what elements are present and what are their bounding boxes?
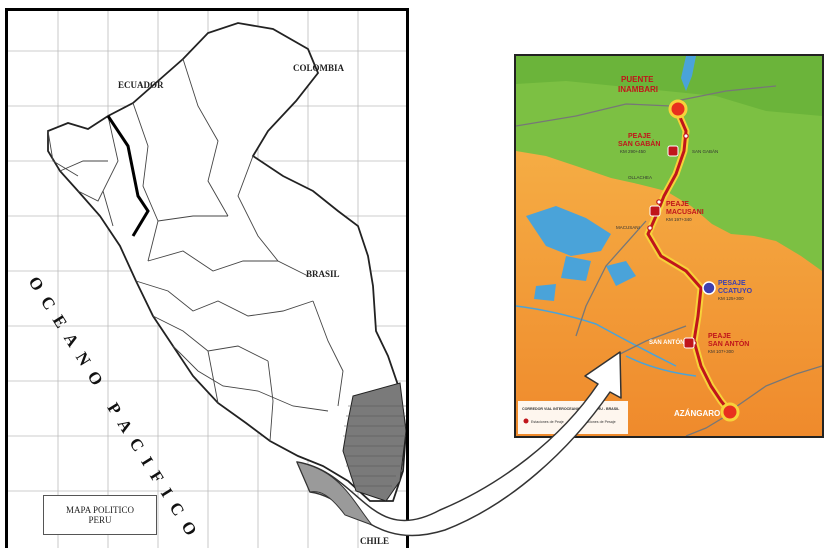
main-route xyxy=(646,107,732,413)
weigh-name-2: CCATUYO xyxy=(718,288,753,295)
legend-pesaje-label: Estaciones de Pesaje xyxy=(581,420,616,424)
toll-4-name-2: SAN ANTÓN xyxy=(708,339,749,348)
san-gaban-label: SAN GABÁN xyxy=(692,148,718,154)
lakes xyxy=(526,56,696,301)
route-map-svg: PUENTE INAMBARI PEAJE SAN GABÁN KM 290+4… xyxy=(516,56,822,436)
department-boundaries xyxy=(47,58,344,442)
ecuador-border xyxy=(106,115,150,237)
azangaro-marker xyxy=(720,402,740,422)
toll-2-name-2: MACUSANI xyxy=(666,209,704,216)
colombia-label: COLOMBIA xyxy=(293,63,345,73)
weigh-ccatuyo-icon xyxy=(702,281,716,295)
macusani-label: MACUSANI xyxy=(616,225,640,230)
toll-macusani-icon xyxy=(649,205,661,217)
puente-label-1: PUENTE xyxy=(621,75,654,84)
legend-pesaje-dot xyxy=(573,418,579,424)
san-anton-label: SAN ANTÓN xyxy=(649,338,684,346)
toll-4-name-1: PEAJE xyxy=(708,333,731,340)
rivers xyxy=(516,305,697,377)
toll-1-name-2: SAN GABÁN xyxy=(618,139,660,148)
peru-political-map: ECUADOR COLOMBIA BRASIL CHILE OCEANO PAC… xyxy=(5,8,409,548)
ollachea-label: OLLACHEA xyxy=(628,175,652,180)
route-legend-box xyxy=(518,401,628,434)
toll-2-name-1: PEAJE xyxy=(666,201,689,208)
forest-zone xyxy=(516,56,822,271)
map-legend-box: MAPA POLITICO PERU xyxy=(43,495,157,535)
puente-label-2: INAMBARI xyxy=(618,85,658,94)
toll-1-name-1: PEAJE xyxy=(628,133,651,140)
weigh-km: KM 125+300 xyxy=(718,296,744,301)
ecuador-label: ECUADOR xyxy=(118,80,164,90)
toll-san-gaban-icon xyxy=(667,145,679,157)
route-legend-title: CORREDOR VIAL INTEROCEANICO SUR PERU - B… xyxy=(522,407,620,411)
azangaro-label: AZÁNGARO xyxy=(674,409,720,418)
peru-map-svg: ECUADOR COLOMBIA BRASIL CHILE OCEANO PAC… xyxy=(8,11,406,548)
toll-san-anton-icon xyxy=(683,337,695,349)
toll-1-km: KM 290+450 xyxy=(620,149,646,154)
legend-line-1: MAPA POLITICO xyxy=(66,505,134,515)
weigh-name-1: PESAJE xyxy=(718,280,746,287)
toll-2-km: KM 197+340 xyxy=(666,217,692,222)
puente-inambari-marker xyxy=(668,99,688,119)
legend-peaje-label: Estaciones de Peaje xyxy=(531,420,564,424)
chile-label: CHILE xyxy=(360,536,389,546)
legend-peaje-dot xyxy=(523,418,529,424)
toll-4-km: KM 107+300 xyxy=(708,349,734,354)
secondary-roads xyxy=(516,85,822,436)
legend-line-2: PERU xyxy=(88,515,112,525)
brasil-label: BRASIL xyxy=(306,269,340,279)
route-map: PUENTE INAMBARI PEAJE SAN GABÁN KM 290+4… xyxy=(514,54,824,438)
